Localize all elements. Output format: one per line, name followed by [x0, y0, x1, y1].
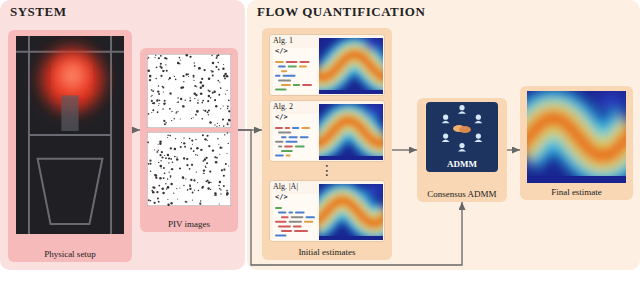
flow-arrow — [392, 149, 417, 150]
photo-illustration — [16, 36, 124, 234]
algorithm-name: Alg. 2 — [273, 102, 293, 111]
flow-illustration — [527, 91, 626, 183]
estimates-box: Initial estimates Alg. 1 Alg. 2 Alg. |A| — [262, 28, 392, 260]
algorithm-name: Alg. |A| — [273, 182, 298, 191]
flow-illustration — [319, 104, 383, 160]
setup-box: Physical setup — [8, 30, 132, 262]
image-box: PIV images — [140, 48, 238, 232]
flow-arrow — [132, 129, 140, 130]
system-panel: SYSTEM Physical setup PIV images — [0, 0, 245, 270]
panel-title: FLOW QUANTIFICATION — [257, 5, 425, 20]
panel-title: SYSTEM — [10, 5, 66, 20]
box-label: PIV images — [168, 219, 210, 229]
box-label: Initial estimates — [298, 247, 355, 257]
box-label: Consensus ADMM — [427, 189, 496, 199]
consensus-box: Consensus ADMM — [417, 98, 507, 202]
flow-arrow — [238, 130, 462, 265]
ellipsis-mark: ⋮ — [320, 163, 334, 177]
icon-text: ADMM — [447, 160, 477, 169]
algorithm-card: Alg. |A| — [269, 180, 385, 242]
piv-illustration — [147, 132, 231, 206]
box-label: Physical setup — [44, 249, 96, 259]
algorithm-card: Alg. 2 — [269, 100, 385, 162]
code-symbol: </> — [275, 48, 288, 55]
code-symbol: </> — [275, 114, 288, 121]
flow-arrow — [238, 129, 262, 130]
flow-illustration — [319, 184, 383, 240]
result-box: Final estimate — [520, 86, 633, 200]
box-label: Final estimate — [551, 187, 602, 197]
algorithm-card: Alg. 1 — [269, 34, 385, 96]
flow-illustration — [319, 38, 383, 94]
algorithm-name: Alg. 1 — [273, 36, 293, 45]
code-symbol: </> — [275, 194, 288, 201]
quantification-panel: FLOW QUANTIFICATION Initial estimates Alg.… — [247, 0, 640, 270]
flow-arrow — [507, 149, 520, 150]
piv-illustration — [147, 54, 231, 128]
